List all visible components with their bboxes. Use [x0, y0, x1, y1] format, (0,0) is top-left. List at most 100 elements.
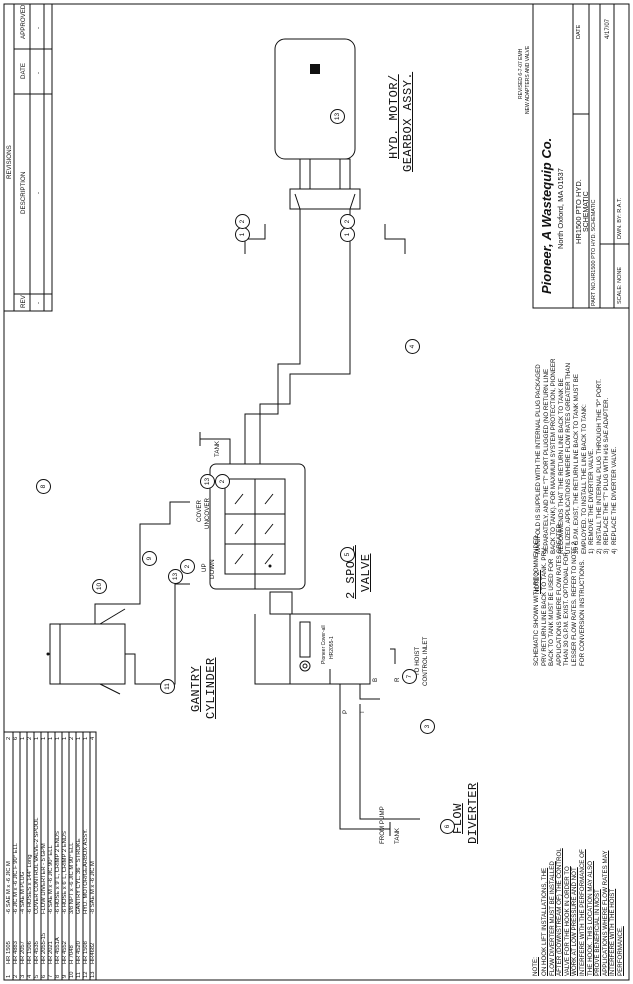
bom-cell: 2 [6, 736, 12, 740]
bom-cell: 4 [90, 736, 96, 740]
hose-4-a [244, 209, 301, 464]
bom-cell: 2 [69, 736, 75, 740]
bom-cell: 1 [6, 974, 12, 978]
callout-9: 9 [142, 551, 157, 566]
revisions-header-date: DATE [20, 62, 27, 79]
bom-cell: -4 SAE M PLUG [20, 871, 26, 914]
bom-cell: 2 [13, 974, 19, 978]
bom-cell: HR 1506 [27, 941, 33, 964]
note-text: ON HOOK LIFT INSTALLATIONS, THE FLOW DIV… [541, 848, 624, 976]
note-label: NOTE: [532, 957, 539, 976]
bom-cell: H 7048 [69, 945, 75, 964]
bom-cell: 4 [27, 974, 33, 978]
callout-6: 6 [440, 819, 455, 834]
bom-cell: 6 [13, 736, 19, 740]
label-hyd-motor-1: HYD. MOTOR/ [387, 74, 401, 159]
callout-3: 3 [420, 719, 435, 734]
revisions-rev-value: - [35, 301, 42, 304]
label-cylinder: CYLINDER [204, 657, 218, 719]
revisions-header-rev: REV [20, 295, 27, 308]
label-port-p: P [342, 709, 349, 714]
revisions-approved-value: - [35, 26, 42, 29]
bom-cell: 1 [76, 736, 82, 740]
label-hyd-motor-2: GEARBOX ASSY. [401, 71, 415, 172]
gearbox-body [274, 38, 356, 160]
callout-11: 11 [160, 679, 175, 694]
bom-cell: HR 4520 [76, 941, 82, 964]
callout-1-a: 1 [235, 227, 250, 242]
motor-fitting-block [289, 188, 361, 210]
revisions-title: REVISIONS [6, 145, 13, 179]
label-diverter-brand: Pioneer Cover-all [321, 625, 327, 664]
drawing-title-line2: SCHEMATIC [583, 191, 590, 232]
label-down: DOWN [209, 559, 216, 579]
bom-cell: 1 [20, 736, 26, 740]
bom-cell: 7 [48, 974, 54, 978]
note2-text: MANIFOLD IS SUPPLIED WITH THE INTERNAL P… [535, 358, 618, 555]
revised-note-2: NEW ADAPTERS AND VALVE [525, 45, 531, 114]
callout-13-motor: 13 [330, 109, 345, 124]
label-cover: COVER [196, 499, 203, 522]
bom-cell: HR 2021 [48, 941, 54, 964]
callout-10: 10 [92, 579, 107, 594]
label-diverter-part: HR2055-1 [329, 636, 335, 659]
bom-cell: FLOW DIVERTER - 5 GPM [41, 843, 47, 914]
callout-8: 8 [36, 479, 51, 494]
bom-cell: HR 4551A [55, 937, 61, 964]
tank-line-bottom [339, 684, 390, 830]
callout-1-b: 1 [340, 227, 355, 242]
label-uncover: UNCOVER [204, 498, 211, 529]
bom-cell: -6 HOSE x 6' L, CRIMP 2 ENDS [62, 831, 68, 914]
diverter-to-valve-line [254, 614, 331, 685]
date-label: DATE [576, 24, 582, 39]
label-to-hoist-1: TO HOIST [414, 646, 421, 676]
bom-cell: HYD. MOTOR/GEARBOX ASSY. [83, 829, 89, 914]
label-diverter: DIVERTER [466, 782, 480, 844]
bom-cell: HR 2055-15 [41, 932, 47, 964]
bom-cell: -6 SAE M x -6 JIC M [6, 861, 12, 914]
drawn-by: DWN. BY: R.A.T. [617, 197, 623, 239]
bom-cell: 2 [27, 736, 33, 740]
bom-cell: 9 [62, 974, 68, 978]
bom-cell: 3/8 NPT x -6 JIC M 90° ELL [69, 842, 75, 914]
bom-cell: 1 [48, 736, 54, 740]
note2-label: NOTE 2: [534, 569, 541, 594]
bom-cell: HR 1508 [83, 941, 89, 964]
bom-cell: -6 JIC M x -6 JIC F 90° ELL [13, 843, 19, 914]
hose-8 [94, 501, 190, 624]
bom-cell: COVER CONTROL VALVE-2 SPOOL [34, 817, 40, 914]
bom-cell: -6 HOSES x 144" Long [27, 854, 33, 914]
callout-2-a: 2 [235, 214, 250, 229]
company-name: Pioneer, A Wastequip Co. [539, 137, 554, 294]
bom-cell: -6 HOSE x 9' L, CRIMP 2 ENDS [55, 831, 61, 914]
gantry-cylinder-body [49, 623, 126, 685]
bom-cell: HR 2057 [20, 941, 26, 964]
valve-relief-box [269, 591, 293, 615]
callout-4: 4 [405, 339, 420, 354]
bom-cell: 1 [41, 736, 47, 740]
bom-cell: 11 [76, 971, 82, 978]
bom-cell: 1 [62, 736, 68, 740]
label-port-b: B [372, 677, 379, 682]
tank-line-top [200, 438, 231, 464]
bom-table [3, 731, 97, 981]
bom-cell: -8 SAE M x -6 JIC M [90, 861, 96, 914]
sheet-border [3, 3, 630, 981]
bom-cell: 12 [83, 971, 89, 978]
callout-5: 5 [340, 547, 355, 562]
label-tank-top: TANK [214, 440, 221, 457]
drawing-title-line1: HR1500 PTO HYD. [574, 179, 583, 244]
revisions-date-value: - [35, 71, 42, 74]
revisions-header-description: DESCRIPTION [20, 171, 27, 214]
label-to-hoist-2: CONTROL INLET [422, 636, 429, 686]
bom-cell: 1 [55, 736, 61, 740]
bom-cell: 3 [20, 974, 26, 978]
bom-cell: 1 [83, 736, 89, 740]
motor-body [299, 158, 351, 190]
label-gantry: GANTRY [189, 665, 203, 712]
flow-diverter-body [289, 613, 371, 685]
label-up: UP [201, 563, 208, 572]
revisions-block [3, 3, 53, 312]
revisions-header-approved: APPROVED [20, 4, 27, 39]
